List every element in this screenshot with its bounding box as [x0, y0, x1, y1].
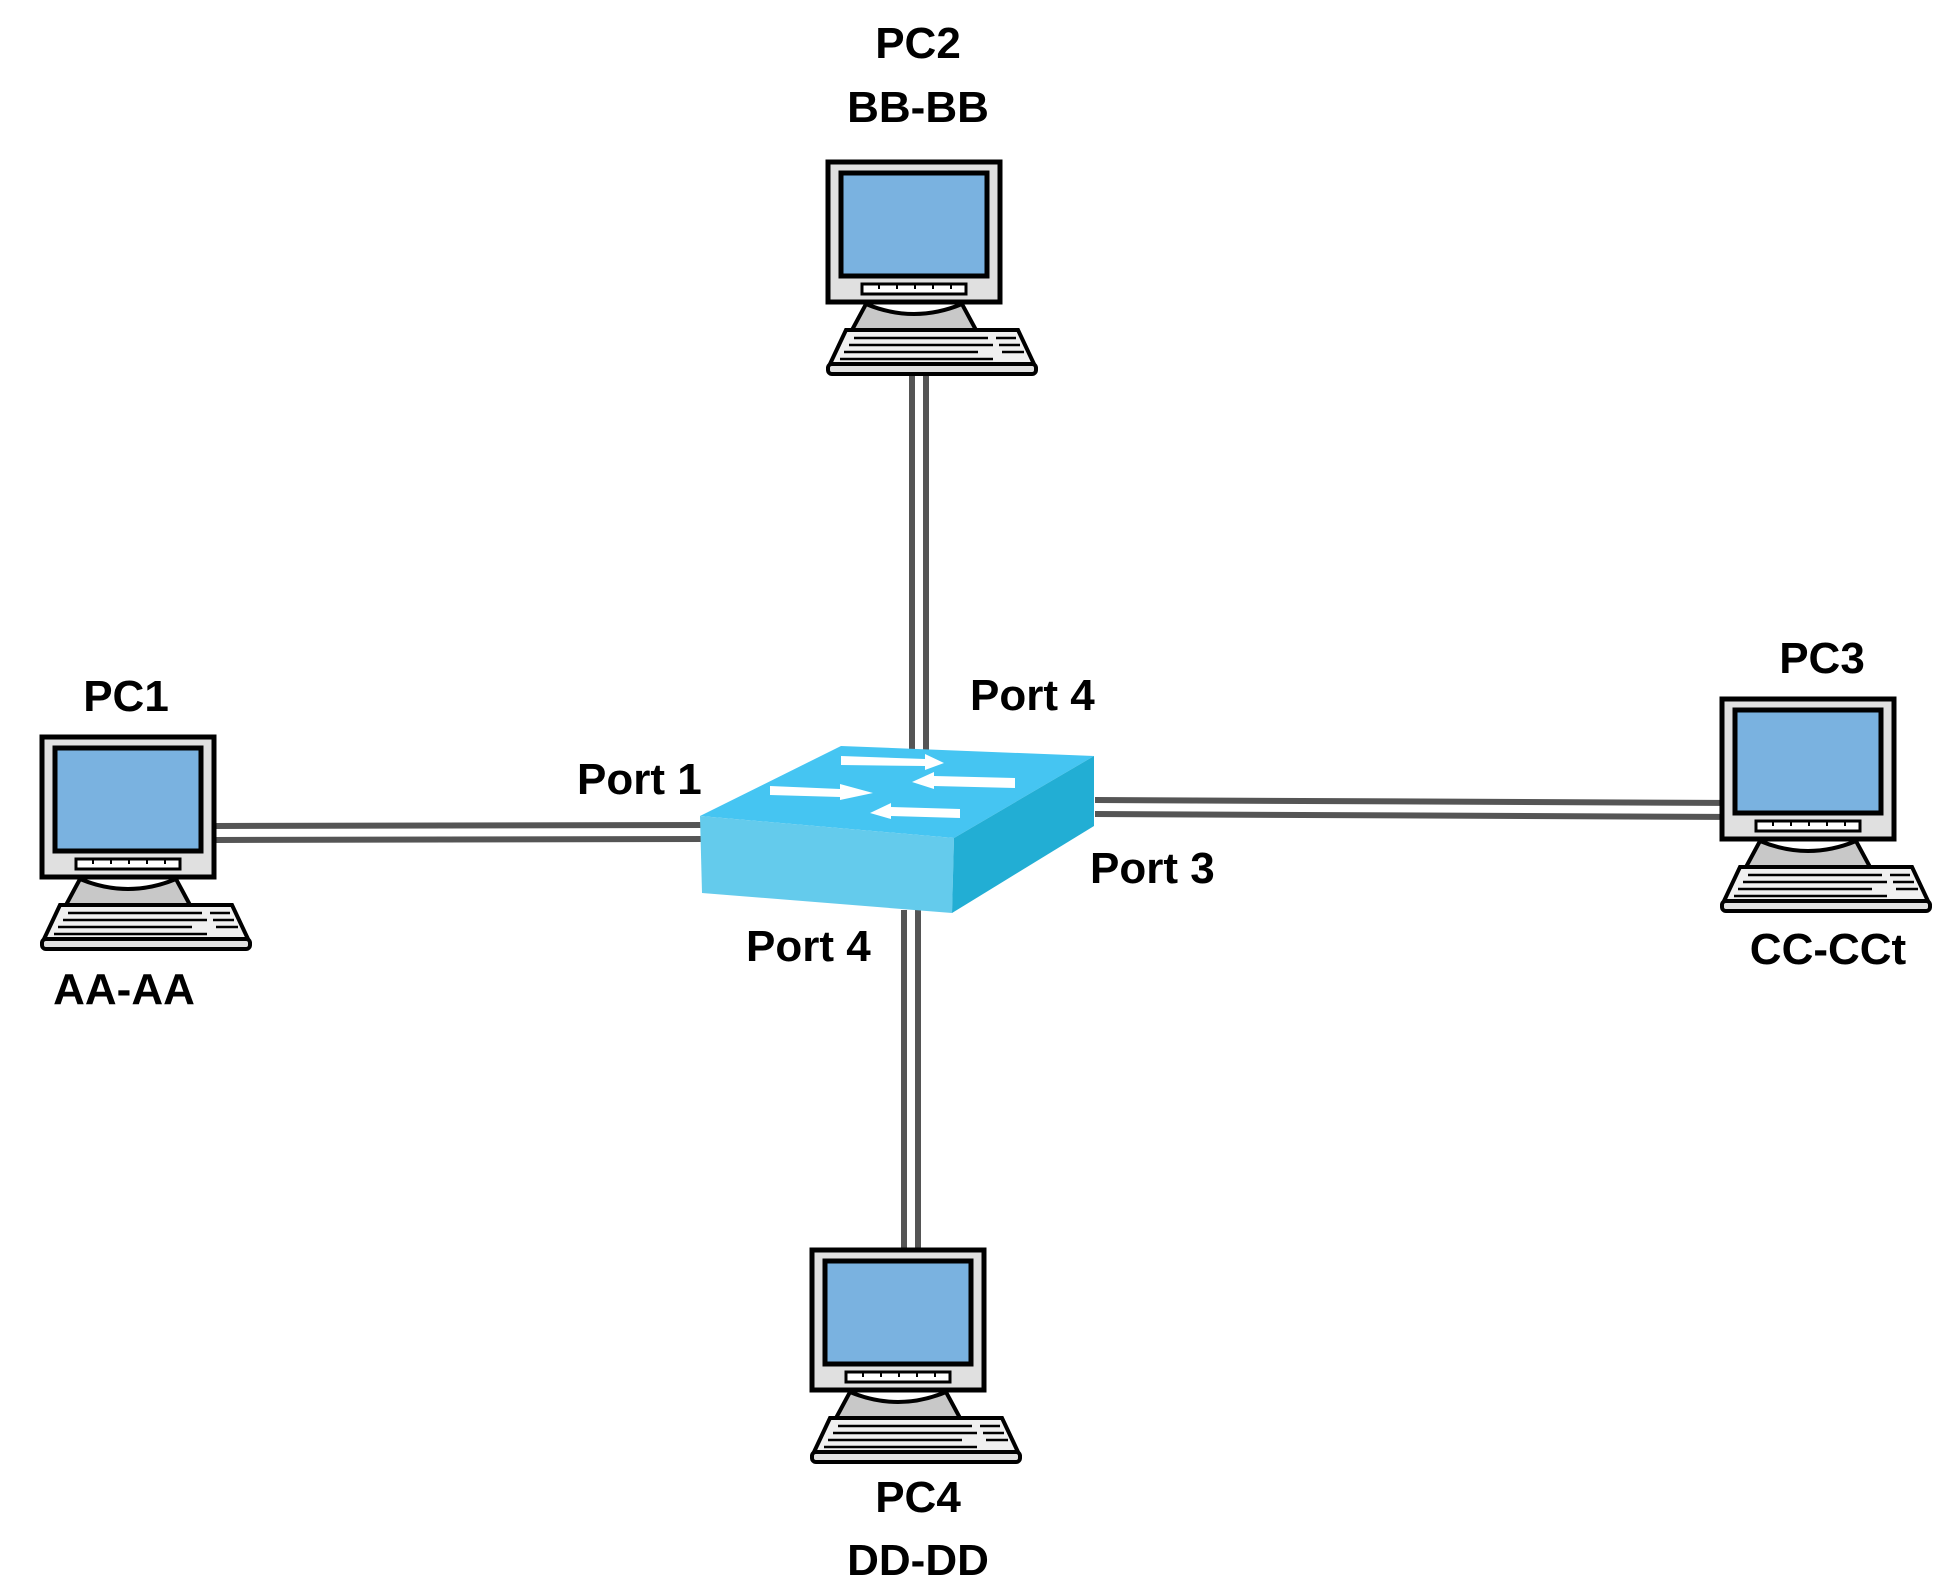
pc1-mac-label: AA-AA: [53, 965, 195, 1014]
desktop-computer-icon[interactable]: [812, 1250, 1020, 1462]
pc3-mac-label: CC-CCt: [1749, 925, 1907, 974]
port-1-label: Port 1: [577, 755, 702, 804]
cable-pc1: [214, 822, 706, 843]
port-3-label: Port 3: [1090, 844, 1215, 893]
pc3-name-label: PC3: [1779, 634, 1865, 683]
cable-pc3: [1094, 797, 1741, 820]
network-switch-icon[interactable]: [700, 746, 1094, 913]
port-4-bottom-label: Port 4: [746, 922, 871, 971]
port-4-top-label: Port 4: [970, 671, 1095, 720]
pc2-name-label: PC2: [875, 19, 961, 68]
pc2-mac-label: BB-BB: [847, 83, 989, 132]
cable-pc2: [909, 370, 929, 752]
desktop-computer-icon[interactable]: [42, 737, 250, 949]
pc1-name-label: PC1: [83, 672, 169, 721]
pc4-mac-label: DD-DD: [847, 1536, 989, 1583]
desktop-computer-icon[interactable]: [1722, 699, 1930, 911]
pc4-name-label: PC4: [875, 1473, 961, 1522]
desktop-computer-icon[interactable]: [828, 162, 1036, 374]
cable-pc4: [901, 910, 921, 1250]
